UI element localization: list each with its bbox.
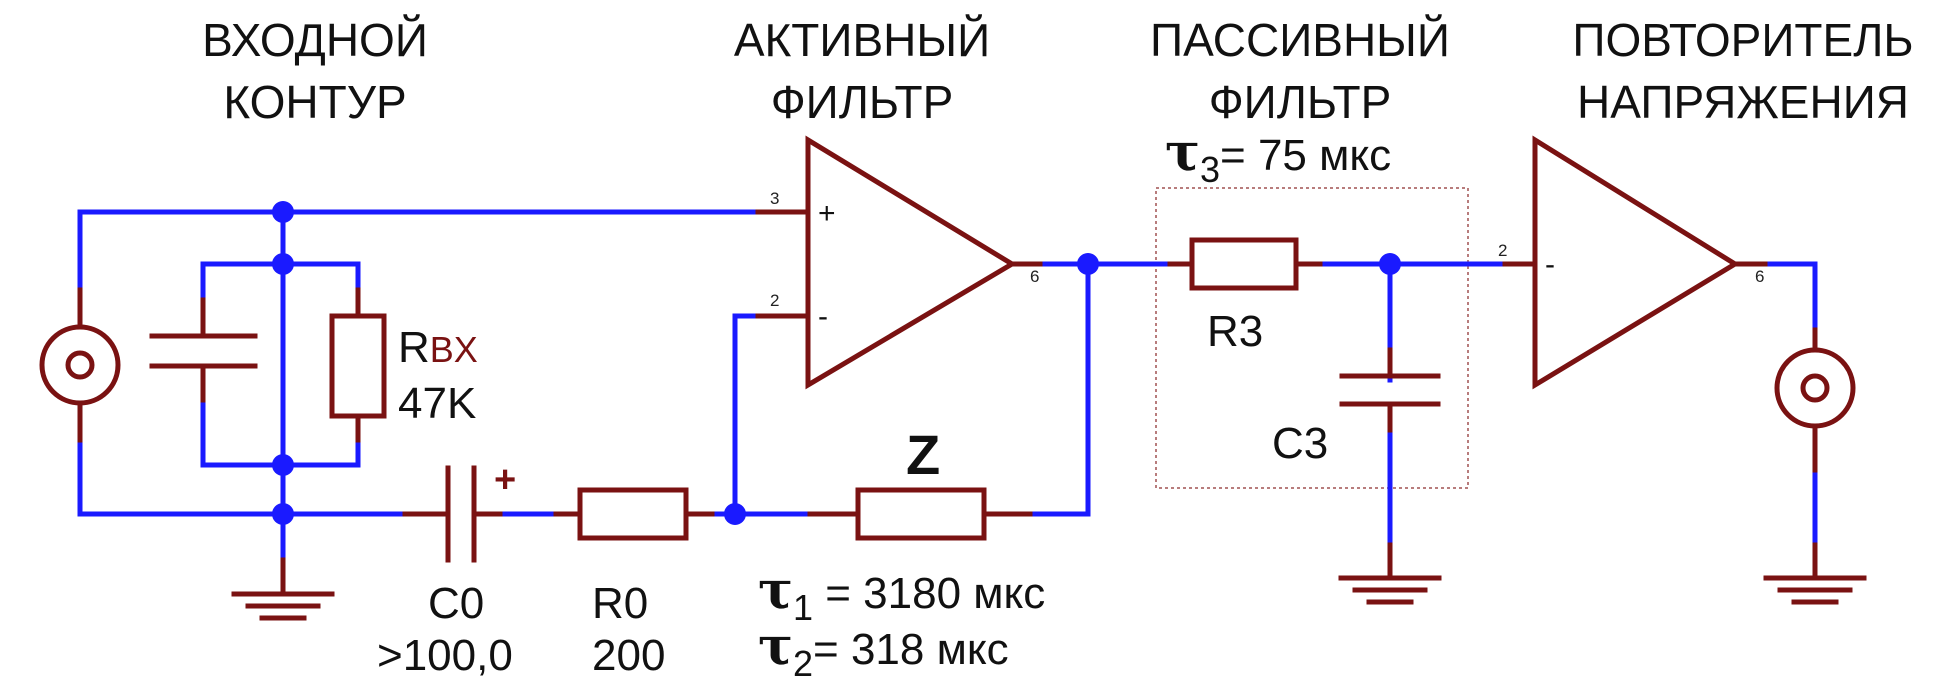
rin-resistor-icon: [329, 287, 387, 443]
opamp1-plus-sign: +: [818, 197, 836, 230]
svg-text:τ2= 318 мкс: τ2= 318 мкс: [758, 616, 1009, 684]
ground-icon-input: [231, 557, 335, 621]
rin-subscript: BX: [430, 329, 478, 370]
header-voltage-follower: ПОВТОРИТЕЛЬ НАПРЯЖЕНИЯ: [1572, 14, 1913, 128]
tau3-label: τ3= 75 мкс: [1165, 122, 1391, 190]
wire-top-rail: [77, 209, 761, 329]
r0-value: 200: [592, 631, 665, 680]
header-input-circuit-line1: ВХОДНОЙ: [202, 14, 428, 66]
wire-feedback: [1007, 261, 1091, 517]
tau2-label: τ2= 318 мкс: [758, 616, 1009, 684]
c0-name: C0: [428, 579, 484, 628]
wire-opamp2-out: [1742, 261, 1818, 351]
passive-filter-box: [1155, 187, 1469, 489]
tau3-text: = 75 мкс: [1220, 131, 1391, 180]
input-capacitor-icon: [149, 297, 258, 403]
junction-dots: [272, 201, 1401, 525]
z-name: Z: [906, 423, 940, 486]
header-voltage-follower-line1: ПОВТОРИТЕЛЬ: [1572, 14, 1913, 66]
header-active-filter: АКТИВНЫЙ ФИЛЬТР: [734, 14, 990, 128]
junction-dot: [272, 454, 294, 476]
tau3-subscript: 3: [1200, 149, 1220, 190]
output-jack-icon: [1774, 327, 1856, 473]
ground-icon-output: [1763, 542, 1867, 605]
c0-capacitor-icon: [402, 465, 503, 563]
opamp2-minus-sign: -: [1545, 248, 1555, 281]
c0-polarity: +: [494, 459, 516, 501]
header-active-filter-line1: АКТИВНЫЙ: [734, 14, 990, 66]
ground-icon-c3: [1338, 542, 1442, 605]
junction-dot: [1379, 253, 1401, 275]
header-input-circuit: ВХОДНОЙ КОНТУР: [202, 14, 428, 128]
c3-capacitor-icon: [1339, 347, 1441, 433]
junction-dot: [272, 201, 294, 223]
header-input-circuit-line2: КОНТУР: [223, 76, 406, 128]
tau1-label: τ1 = 3180 мкс: [758, 560, 1045, 628]
rin-label: RBX: [398, 323, 478, 372]
opamp2-pin-minus: 2: [1498, 241, 1507, 260]
rin-letter: R: [398, 323, 430, 372]
tau1-subscript: 1: [793, 587, 813, 628]
opamp1-pin-minus: 2: [770, 291, 779, 310]
header-passive-filter-line2: ФИЛЬТР: [1209, 76, 1392, 128]
header-passive-filter: ПАССИВНЫЙ ФИЛЬТР: [1150, 14, 1450, 128]
rin-value: 47K: [398, 379, 476, 428]
tau1-symbol: τ: [758, 560, 793, 621]
opamp2-icon: [1502, 135, 1768, 390]
svg-text:τ1 = 3180 мкс: τ1 = 3180 мкс: [758, 560, 1045, 628]
svg-text:τ3= 75 мкс: τ3= 75 мкс: [1165, 122, 1391, 190]
junction-dot: [272, 503, 294, 525]
tau1-text: = 3180 мкс: [813, 569, 1045, 618]
junction-dot: [724, 503, 746, 525]
c3-name: C3: [1272, 419, 1328, 468]
z-resistor-icon: [807, 487, 1033, 541]
header-passive-filter-line1: ПАССИВНЫЙ: [1150, 14, 1450, 66]
r3-resistor-icon: [1167, 237, 1323, 291]
header-voltage-follower-line2: НАПРЯЖЕНИЯ: [1577, 76, 1909, 128]
tau2-subscript: 2: [793, 643, 813, 684]
r3-name: R3: [1207, 307, 1263, 356]
wire-inverting-input: [732, 313, 761, 517]
opamp1-minus-sign: -: [818, 300, 828, 333]
opamp2-pin-out: 6: [1755, 267, 1764, 286]
tau3-symbol: τ: [1165, 122, 1200, 183]
opamp1-icon: [755, 135, 1043, 390]
opamp1-pin-out: 6: [1030, 267, 1039, 286]
tau2-symbol: τ: [758, 616, 793, 677]
wires: [77, 209, 1818, 597]
junction-dot: [1077, 253, 1099, 275]
input-jack-icon: [39, 287, 121, 443]
r0-resistor-icon: [553, 487, 715, 541]
junction-dot: [272, 253, 294, 275]
c0-value: >100,0: [377, 631, 513, 680]
opamp1-pin-plus: 3: [770, 189, 779, 208]
r0-name: R0: [592, 579, 648, 628]
header-active-filter-line2: ФИЛЬТР: [771, 76, 954, 128]
tau2-text: = 318 мкс: [813, 625, 1009, 674]
